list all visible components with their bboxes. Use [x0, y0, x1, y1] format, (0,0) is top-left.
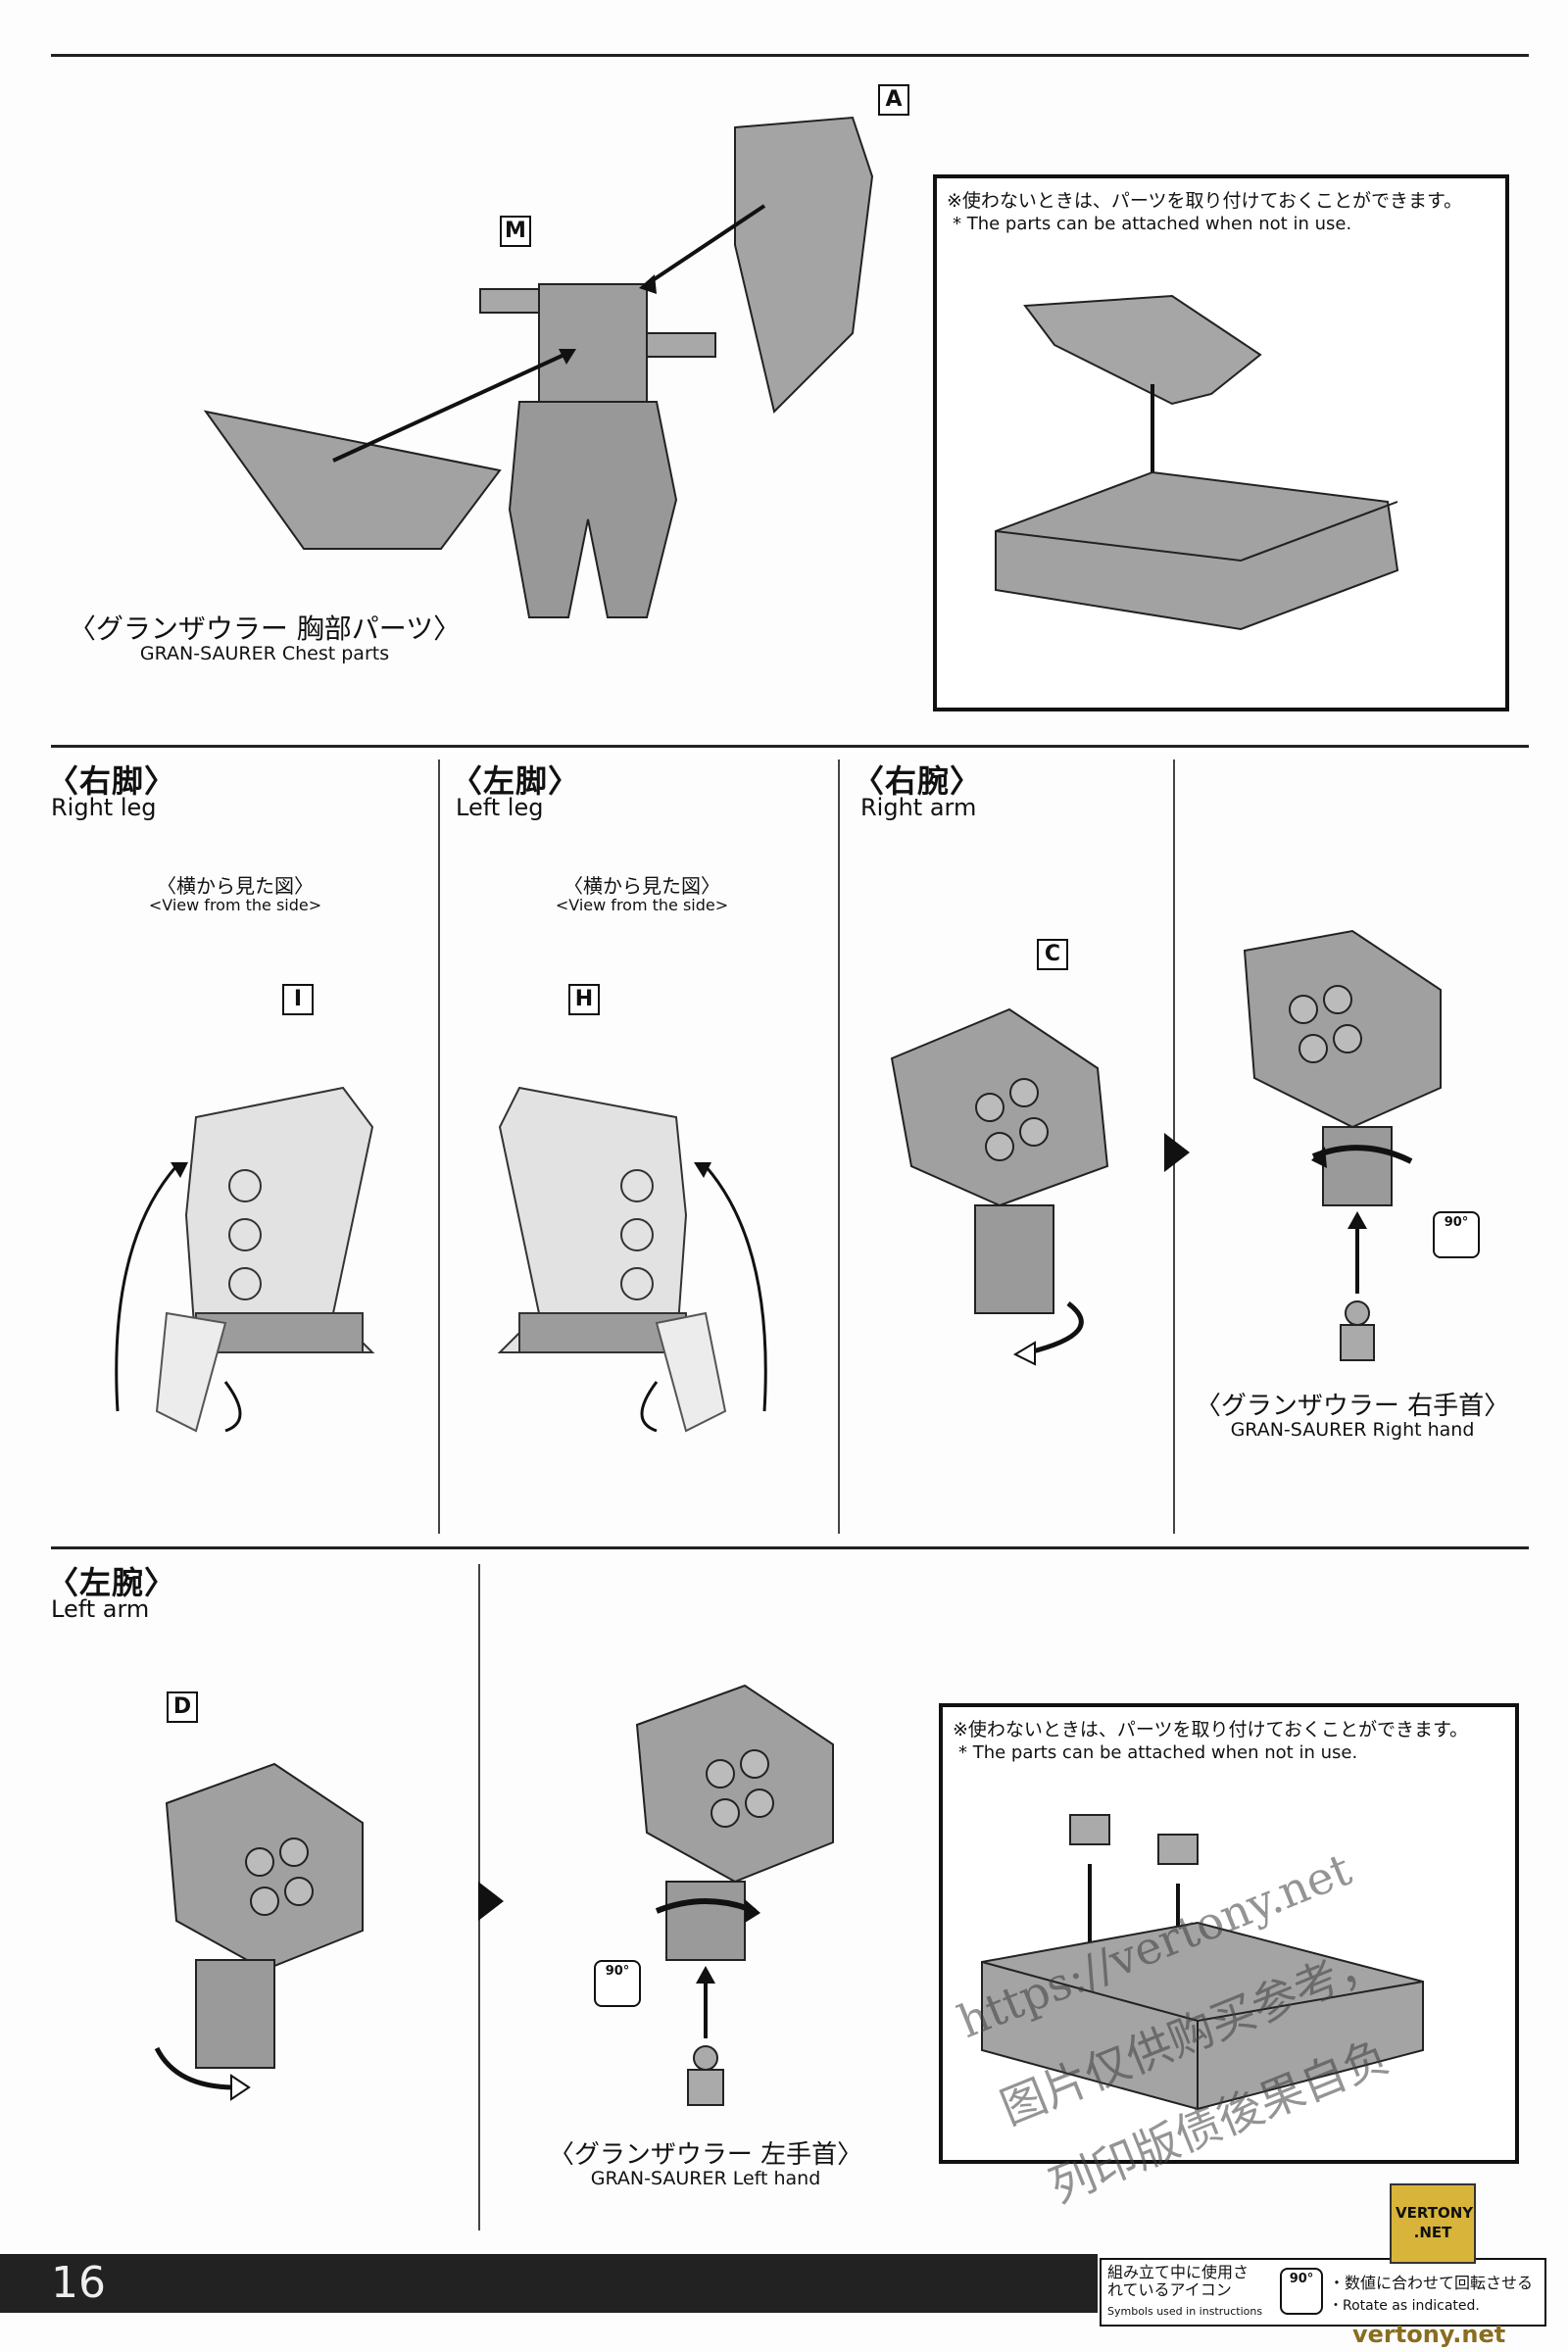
left-arm-title-jp: 〈左腕〉: [47, 1564, 177, 1601]
legend-desc-en: ・Rotate as indicated.: [1329, 2298, 1480, 2314]
storage-base-hands-illustration: [981, 1814, 1424, 2111]
legend-desc-jp: ・数値に合わせて回転させる: [1329, 2274, 1534, 2292]
left-hand-caption-jp: 〈グランザウラー 左手首〉: [548, 2140, 863, 2170]
legend-rotate-icon: 90°: [1280, 2268, 1323, 2315]
left-arm-hand-illustration: [635, 1684, 834, 2106]
right-leg-title-jp: 〈右脚〉: [47, 762, 177, 800]
divider-left-leg-right-arm: [838, 760, 840, 1534]
rotate-90-icon-left: 90°: [594, 1960, 641, 2007]
divider-legs: [438, 760, 440, 1534]
right-leg-title-en: Right leg: [51, 794, 157, 821]
storage-note-en: * The parts can be attached when not in …: [953, 214, 1352, 234]
right-hand-caption-jp: 〈グランザウラー 右手首〉: [1195, 1392, 1510, 1421]
step-arrow-right-arm: [1164, 1133, 1190, 1172]
top-border: [51, 54, 1529, 57]
chest-caption-jp: 〈グランザウラー 胸部パーツ〉: [68, 612, 462, 645]
chest-assembly-illustration: [203, 116, 874, 618]
page-number: 16: [51, 2258, 106, 2308]
left-leg-illustration: [497, 1086, 767, 1433]
left-leg-title-en: Left leg: [456, 794, 544, 821]
left-leg-view-jp: 〈横から見た図〉: [564, 874, 720, 898]
right-leg-view-en: <View from the side>: [148, 896, 322, 914]
vertony-logo: VERTONY .NET: [1390, 2183, 1476, 2264]
chest-caption-en: GRAN-SAURER Chest parts: [139, 643, 390, 664]
part-label-i: I: [282, 984, 314, 1015]
legend-title-jp: 組み立て中に使用されているアイコン: [1107, 2263, 1250, 2299]
footer-watermark-url: vertony.net: [1352, 2321, 1506, 2348]
page-number-bar: 16: [0, 2254, 1098, 2313]
divider-middle: [51, 1546, 1529, 1549]
left-leg-view-en: <View from the side>: [555, 896, 729, 914]
part-label-h: H: [568, 984, 600, 1015]
part-label-d: D: [167, 1691, 198, 1723]
rotate-90-icon-right: 90°: [1433, 1211, 1480, 1258]
left-arm-illustration: [154, 1762, 364, 2101]
storage-base-illustration: [995, 294, 1399, 631]
left-leg-title-jp: 〈左脚〉: [451, 762, 581, 800]
right-arm-title-jp: 〈右腕〉: [853, 762, 983, 800]
part-label-m: M: [500, 216, 531, 247]
legend-title-en: Symbols used in instructions: [1107, 2305, 1263, 2318]
storage-note-jp: ※使わないときは、パーツを取り付けておくことができます。: [947, 190, 1463, 212]
right-arm-title-en: Right arm: [860, 794, 977, 821]
divider-top: [51, 745, 1529, 748]
step-arrow-left-arm: [478, 1882, 504, 1921]
storage-note-en-bottom: * The parts can be attached when not in …: [958, 1742, 1358, 1763]
vertony-logo-text: VERTONY .NET: [1396, 2204, 1474, 2241]
storage-note-box-top: ※使わないときは、パーツを取り付けておくことができます。 * The parts…: [933, 174, 1509, 711]
right-hand-caption-en: GRAN-SAURER Right hand: [1230, 1419, 1475, 1441]
storage-note-jp-bottom: ※使わないときは、パーツを取り付けておくことができます。: [953, 1719, 1469, 1740]
left-hand-caption-en: GRAN-SAURER Left hand: [590, 2168, 821, 2189]
right-arm-illustration: [890, 1007, 1109, 1366]
part-label-a: A: [878, 84, 909, 116]
part-label-c: C: [1037, 939, 1068, 970]
symbol-legend: 組み立て中に使用されているアイコン Symbols used in instru…: [1100, 2258, 1546, 2327]
right-leg-view-jp: 〈横から見た図〉: [157, 874, 314, 898]
left-arm-title-en: Left arm: [51, 1595, 150, 1623]
storage-note-box-bottom: ※使わないときは、パーツを取り付けておくことができます。 * The parts…: [939, 1703, 1519, 2164]
right-leg-illustration: [115, 1086, 375, 1433]
right-arm-hand-illustration: [1243, 929, 1442, 1361]
